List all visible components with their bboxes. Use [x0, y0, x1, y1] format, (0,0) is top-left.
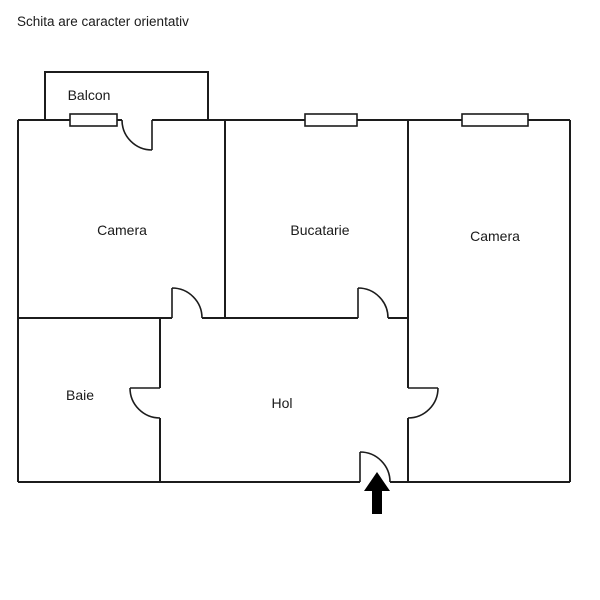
- door-arc-entrance: [359, 451, 391, 483]
- window-symbol-bucatarie: [304, 113, 358, 127]
- door-arc-camera1: [171, 287, 203, 319]
- door-arc-bucatarie: [357, 287, 389, 319]
- doors: [121, 119, 439, 483]
- window-symbol-balcony: [69, 113, 118, 127]
- balcony-walls: [44, 71, 209, 120]
- room-label-camera-1: Camera: [97, 222, 147, 238]
- window-symbol-camera2: [461, 113, 529, 127]
- room-label-baie: Baie: [66, 387, 94, 403]
- room-label-bucatarie: Bucatarie: [290, 222, 349, 238]
- walls: [17, 71, 571, 483]
- door-arc-balcony: [121, 119, 153, 151]
- outer-walls: [17, 119, 571, 483]
- door-arc-baie: [129, 387, 161, 419]
- door-arc-camera2: [407, 387, 439, 419]
- room-label-balcon: Balcon: [68, 87, 111, 103]
- entrance-arrow-icon: [364, 472, 390, 514]
- room-labels: Balcon Camera Bucatarie Camera Baie Hol: [66, 87, 520, 411]
- disclaimer-title: Schita are caracter orientativ: [17, 14, 189, 29]
- windows: [69, 113, 529, 127]
- room-label-camera-2: Camera: [470, 228, 520, 244]
- room-label-hol: Hol: [271, 395, 292, 411]
